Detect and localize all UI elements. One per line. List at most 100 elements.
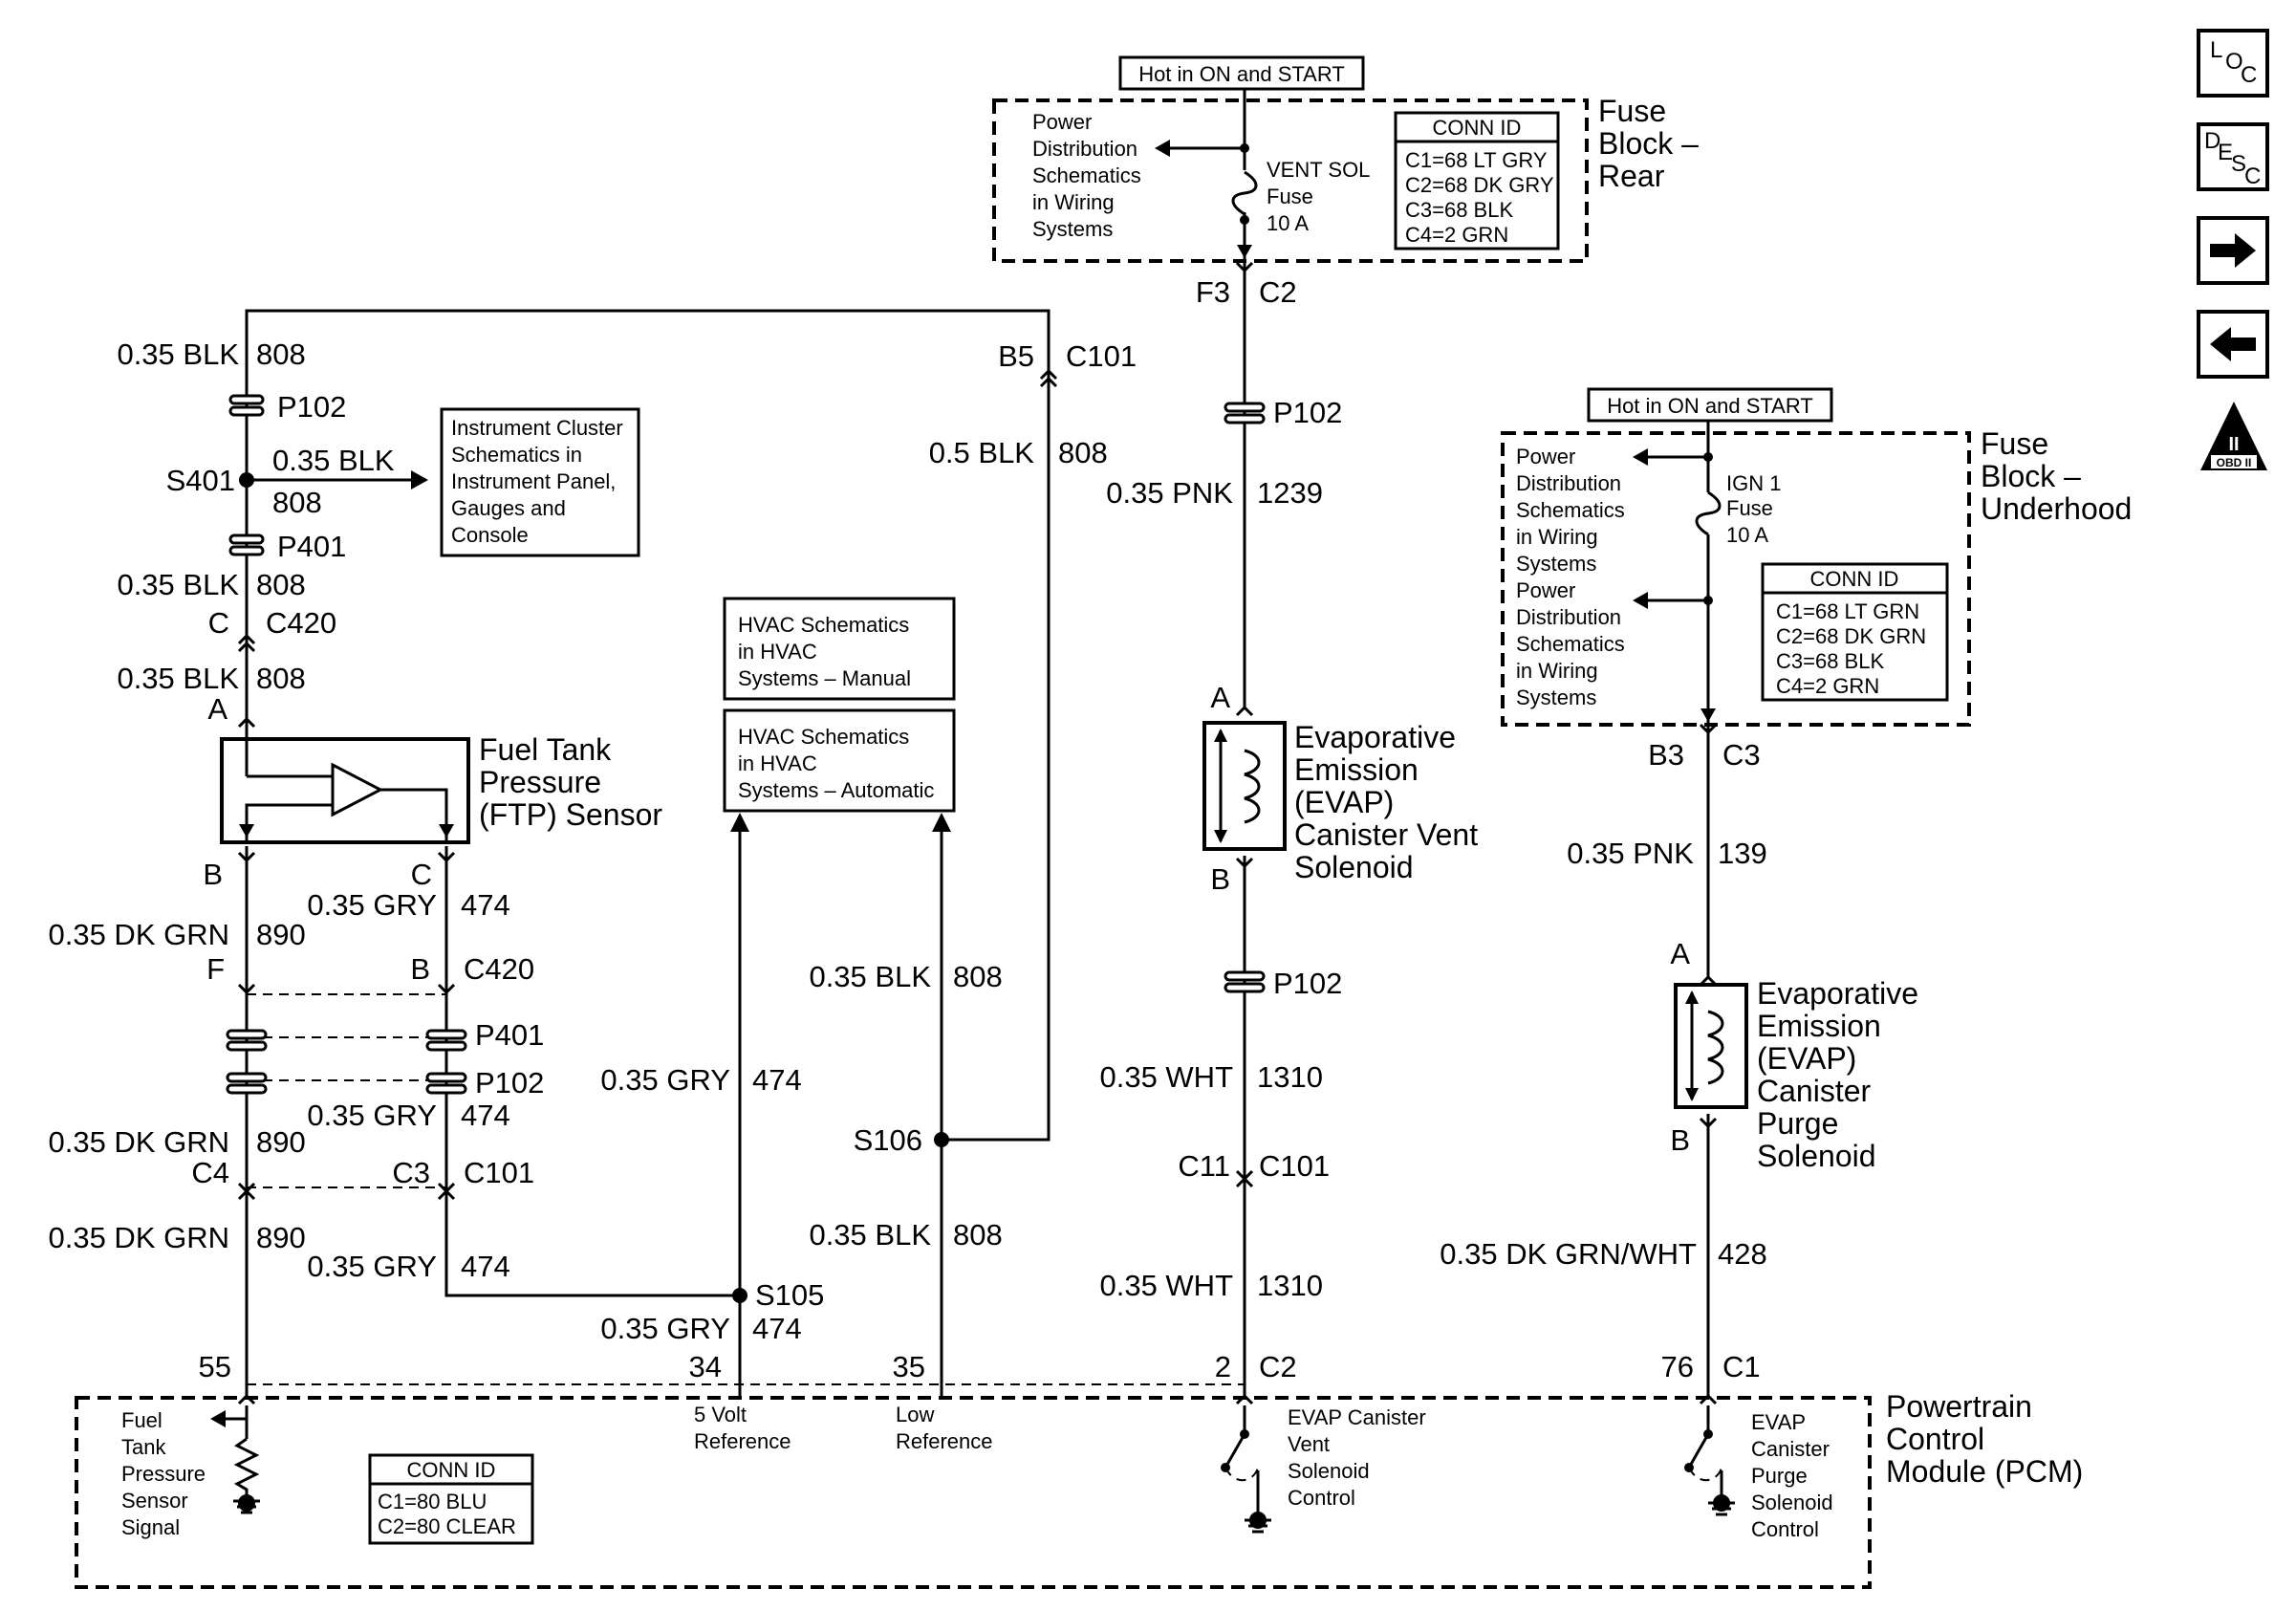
- svg-text:Fuse Block – Under: Fuse Block – Underhood: [1981, 426, 2132, 526]
- obd-ii-icon: [2200, 402, 2267, 470]
- s105-label: S105: [755, 1278, 824, 1312]
- hvac-auto-text: HVAC Schematics in HVAC Systems – Automa…: [738, 725, 934, 802]
- arrowheads: [210, 140, 1716, 1427]
- pcm-conn-c2: C2: [1259, 1350, 1297, 1383]
- arrow-to-ic: [411, 470, 428, 490]
- vent-title-3: (EVAP): [1294, 785, 1394, 819]
- purge-title-5: Purge: [1757, 1106, 1838, 1141]
- svg-text:B: B: [1210, 862, 1230, 896]
- nav-loc-button[interactable]: L O C: [2197, 29, 2269, 98]
- p401b-label: P401: [475, 1018, 544, 1052]
- fuse-block-rear-title-1: Fuse: [1598, 94, 1666, 128]
- s401-label: S401: [166, 464, 235, 497]
- hot-label-rear: [1118, 55, 1365, 91]
- vent-title-2: Emission: [1294, 752, 1419, 787]
- svg-text:C4: C4: [191, 1156, 229, 1189]
- conn-id-rear: [1394, 111, 1560, 250]
- nav-desc-button[interactable]: D E S C: [2197, 122, 2269, 191]
- svg-text:1310: 1310: [1257, 1060, 1323, 1094]
- splice-s106: [934, 1132, 949, 1147]
- svg-text:Evaporative Emission: Evaporative Emission (EVAP) Canister Ven…: [1294, 720, 1486, 884]
- svg-text:B5: B5: [998, 339, 1034, 373]
- s106-label: S106: [854, 1123, 922, 1157]
- hot-in-on-start-under: Hot in ON and START: [1607, 394, 1813, 418]
- conn-p102-b: [425, 1072, 467, 1095]
- splice-s105: [732, 1288, 747, 1303]
- svg-text:L: L: [2210, 37, 2222, 63]
- pd-rear-1: Power: [1032, 110, 1092, 134]
- vent-circuit: P102 0.35 PNK 1239 A B Evaporative Emiss…: [1099, 396, 1486, 1302]
- pd-rear-5: Systems: [1032, 217, 1113, 241]
- splice-s401: [239, 472, 254, 488]
- fuse-block-under-title-3: Underhood: [1981, 491, 2132, 526]
- svg-text:Fuel Tank Pressure: Fuel Tank Pressure Sensor Signal: [121, 1408, 211, 1539]
- conn-id-pcm: [368, 1453, 534, 1545]
- svg-text:0.35 BLK: 0.35 BLK: [117, 662, 239, 695]
- svg-text:B: B: [1670, 1123, 1690, 1157]
- p102b-label: P102: [475, 1066, 544, 1099]
- svg-text:0.35 DK GRN: 0.35 DK GRN: [48, 918, 229, 951]
- svg-text:B: B: [203, 858, 223, 891]
- svg-text:Evaporative Emission: Evaporative Emission (EVAP) Canister Pur…: [1757, 976, 1927, 1173]
- svg-text:0.35 PNK: 0.35 PNK: [1567, 837, 1694, 870]
- conn-p401-left: [228, 533, 265, 556]
- pcm-title-2: Control: [1886, 1422, 1984, 1456]
- pd-rear-4: in Wiring: [1032, 190, 1115, 214]
- svg-text:808: 808: [272, 486, 322, 519]
- solenoid-coils: [1214, 729, 1724, 1101]
- hvac-manual-box: [723, 597, 956, 701]
- conn-id-pcm-title: CONN ID: [407, 1458, 496, 1482]
- ic-box-text: Instrument Cluster Schematics in Instrum…: [451, 416, 629, 547]
- svg-text:890: 890: [256, 1125, 306, 1159]
- svg-text:F: F: [206, 952, 225, 986]
- svg-text:0.35 DK GRN: 0.35 DK GRN: [48, 1125, 229, 1159]
- svg-text:0.35 BLK: 0.35 BLK: [117, 337, 239, 371]
- svg-text:C1=80 BLU C2=80 CLEAR: C1=80 BLU C2=80 CLEAR: [378, 1490, 516, 1538]
- conn-p401-b: [425, 1029, 467, 1052]
- svg-text:474: 474: [752, 1312, 802, 1345]
- svg-text:0.35 GRY: 0.35 GRY: [600, 1063, 730, 1097]
- arrow-ftp-signal: [210, 1410, 226, 1427]
- svg-text:0.35 GRY: 0.35 GRY: [307, 1250, 437, 1283]
- nav-next-button[interactable]: [2197, 216, 2269, 285]
- mid-circuit: B5 C101 0.5 BLK 808 0.35 BLK 808 S106 0.…: [600, 339, 1137, 1345]
- svg-text:0.35 BLK: 0.35 BLK: [272, 444, 395, 477]
- svg-text:D: D: [2204, 128, 2220, 154]
- purge-title-2: Emission: [1757, 1009, 1881, 1043]
- nav-back-button[interactable]: [2197, 310, 2269, 379]
- svg-text:808: 808: [256, 568, 306, 601]
- svg-text:0.35 WHT: 0.35 WHT: [1099, 1269, 1233, 1302]
- pin-b3: B3: [1648, 738, 1684, 772]
- nav-obd-button[interactable]: II OBD II: [2200, 402, 2267, 470]
- pcm-conn-c1: C1: [1722, 1350, 1761, 1383]
- svg-text:A: A: [1210, 681, 1230, 714]
- arrow-under-pd1: [1633, 448, 1648, 466]
- wire-808-top: [245, 309, 1051, 1142]
- wires: [245, 100, 1710, 1396]
- svg-text:C: C: [2241, 62, 2257, 88]
- purge-title-3: (EVAP): [1757, 1041, 1856, 1076]
- svg-text:1239: 1239: [1257, 476, 1323, 510]
- svg-text:0.35 DK GRN: 0.35 DK GRN: [48, 1221, 229, 1254]
- p102-label: P102: [277, 390, 346, 424]
- pd-rear-3: Schematics: [1032, 163, 1141, 187]
- ftp-title-2: Pressure: [479, 765, 601, 799]
- svg-text:OBD II: OBD II: [2217, 456, 2252, 469]
- left-circuit: 0.35 BLK 808 P102 S401 0.35 BLK 808 P401…: [48, 337, 824, 1312]
- svg-text:0.35 BLK: 0.35 BLK: [809, 1218, 931, 1252]
- dashed-links: [247, 993, 1722, 1482]
- fuse-block-rear-title-3: Rear: [1598, 159, 1665, 193]
- svg-text:0.5 BLK: 0.5 BLK: [929, 436, 1035, 469]
- ftp-sensor-box: [220, 737, 470, 844]
- ftp-title-1: Fuel Tank: [479, 732, 612, 767]
- svg-text:890: 890: [256, 1221, 306, 1254]
- fuses: [1231, 170, 1722, 536]
- svg-text:0.35 PNK: 0.35 PNK: [1106, 476, 1233, 510]
- svg-text:C: C: [2244, 163, 2261, 189]
- svg-text:0.35 GRY: 0.35 GRY: [307, 888, 437, 922]
- fuse-block-underhood: Hot in ON and START Power Distribution S…: [1516, 394, 2132, 772]
- pcm-title-3: Module (PCM): [1886, 1454, 2083, 1489]
- svg-text:0.35 DK GRN/WHT: 0.35 DK GRN/WHT: [1440, 1237, 1697, 1271]
